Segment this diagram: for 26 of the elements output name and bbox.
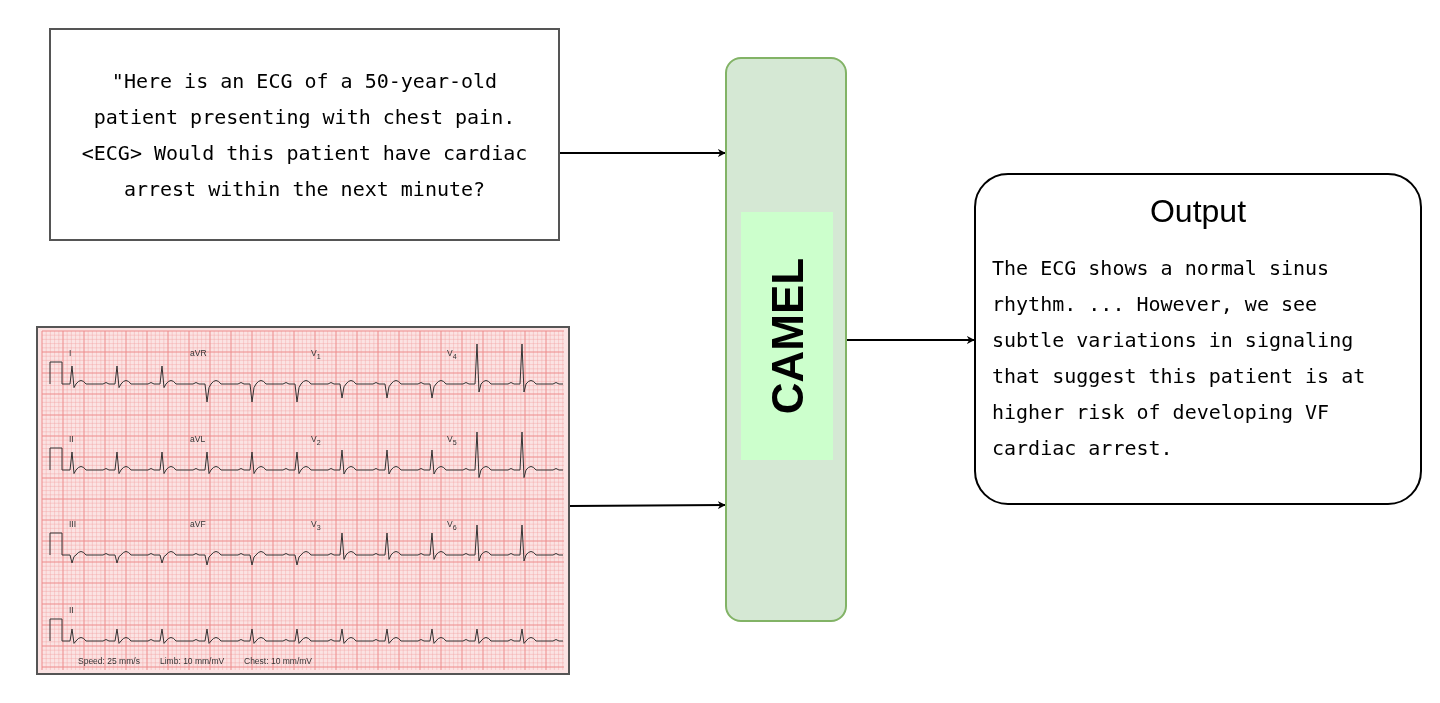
lead-label: II xyxy=(69,434,74,444)
lead-label: III xyxy=(69,519,77,529)
lead-label: II xyxy=(69,605,74,615)
lead-label: V$_{3}$ xyxy=(311,519,321,533)
lead-label: V$_{2}$ xyxy=(311,434,321,448)
lead-label: aVF xyxy=(190,519,206,529)
model-block xyxy=(725,57,847,622)
lead-label: V$_{4}$ xyxy=(447,348,457,362)
lead-label: aVL xyxy=(190,434,206,444)
recording-setting: Limb: 10 mm/mV xyxy=(160,656,225,666)
output-box xyxy=(974,173,1422,505)
arrow xyxy=(569,501,726,510)
prompt-box xyxy=(49,28,560,241)
recording-setting: Speed: 25 mm/s xyxy=(78,656,140,666)
prompt-text: "Here is an ECG of a 50-year-old patient presenting with chest pain. <ECG> Would this patient have cardiac arrest within the next minute? xyxy=(80,67,529,203)
lead-label: I xyxy=(69,348,72,358)
lead-label: aVR xyxy=(190,348,207,358)
lead-label: V$_{6}$ xyxy=(447,519,457,533)
output-heading: Output xyxy=(1148,193,1248,230)
lead-label: V$_{5}$ xyxy=(447,434,457,448)
output-text: The ECG shows a normal sinus rhythm. ... However, we see subtle variations in signaling that suggest this patient is at higher risk of developing VF cardiac arrest. xyxy=(992,255,1367,462)
model-name: CAMEL xyxy=(765,257,811,415)
lead-label: V$_{1}$ xyxy=(311,348,321,362)
arrow xyxy=(846,336,975,344)
arrow xyxy=(559,149,726,157)
recording-setting: Chest: 10 mm/mV xyxy=(244,656,313,666)
